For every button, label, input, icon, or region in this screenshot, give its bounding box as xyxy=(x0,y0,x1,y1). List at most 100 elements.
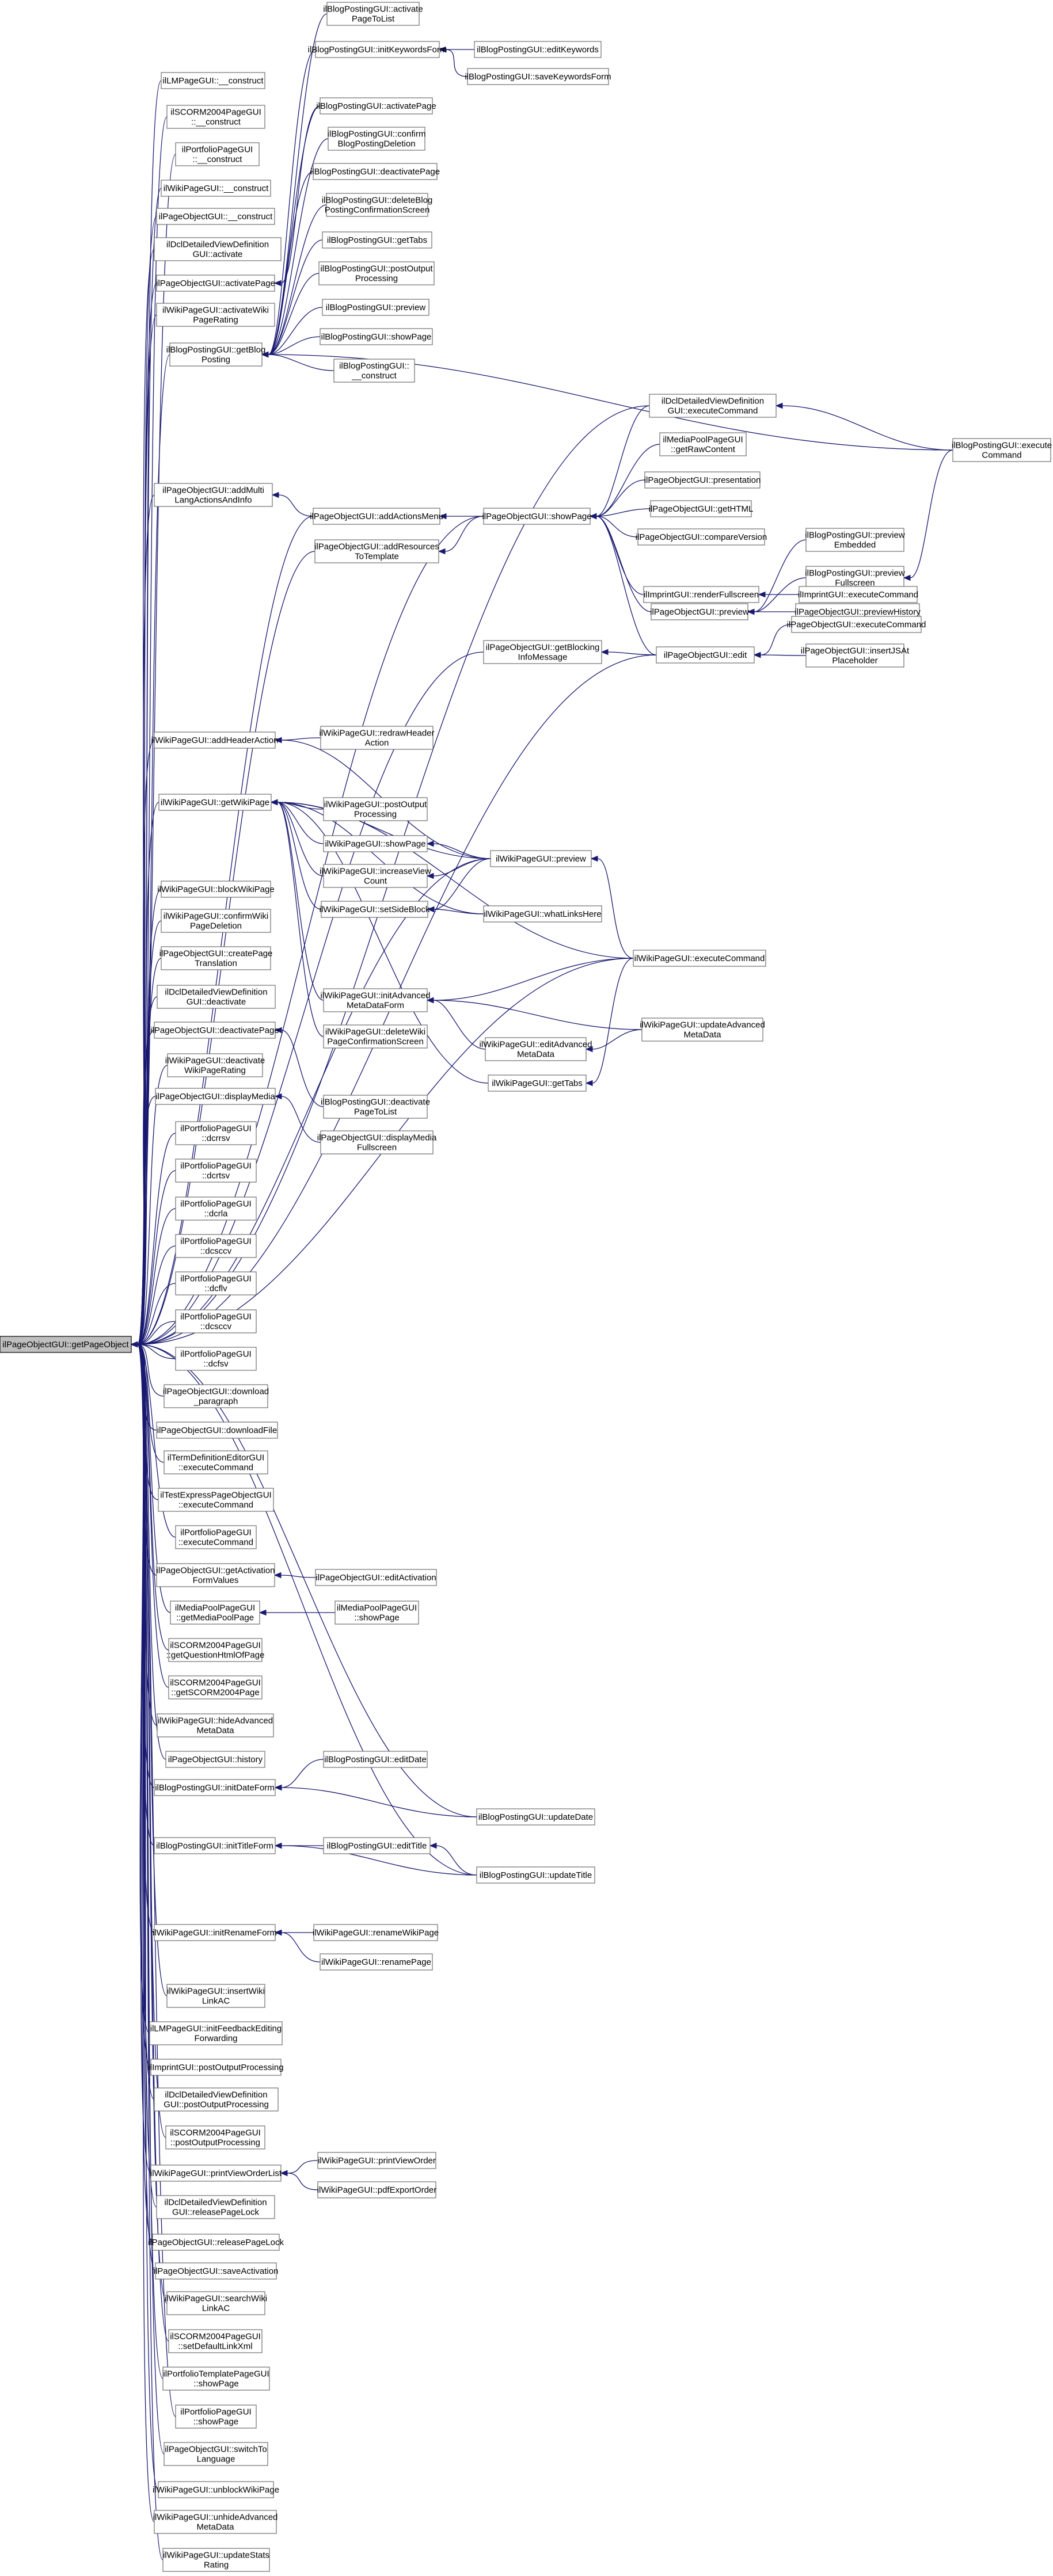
graph-node[interactable]: ilDclDetailedViewDefinitionGUI::executeC… xyxy=(649,394,777,418)
graph-node[interactable]: ilTestExpressPageObjectGUI::executeComma… xyxy=(158,1488,274,1512)
graph-node[interactable]: ilMediaPoolPageGUI::getRawContent xyxy=(659,432,747,456)
graph-node[interactable]: ilWikiPageGUI::setSideBlock xyxy=(320,901,430,918)
graph-node[interactable]: ilSCORM2004PageGUI::__construct xyxy=(166,105,265,129)
graph-node[interactable]: ilBlogPostingGUI::initTitleForm xyxy=(154,1837,276,1854)
graph-node[interactable]: ilSCORM2004PageGUI::getQuestionHtmlOfPag… xyxy=(166,1638,265,1662)
graph-node[interactable]: ilBlogPostingGUI::deactivatePage xyxy=(310,163,440,180)
graph-node[interactable]: ilBlogPostingGUI::editKeywords xyxy=(474,41,602,58)
graph-node[interactable]: ilWikiPageGUI::showPage xyxy=(323,835,428,852)
graph-node[interactable]: ilWikiPageGUI::initRenameForm xyxy=(153,1924,277,1941)
graph-node[interactable]: ilSCORM2004PageGUI::setDefaultLinkXml xyxy=(168,2329,263,2353)
graph-node[interactable]: ilBlogPostingGUI::updateTitle xyxy=(476,1866,595,1884)
graph-node[interactable]: ilBlogPostingGUI::postOutputProcessing xyxy=(318,261,435,285)
graph-node[interactable]: ilBlogPostingGUI::deleteBlogPostingConfi… xyxy=(322,193,433,217)
graph-node[interactable]: ilWikiPageGUI::__construct xyxy=(161,180,271,197)
graph-node[interactable]: ilPortfolioPageGUI::dcsccv xyxy=(175,1234,257,1258)
graph-node[interactable]: ilBlogPostingGUI::editDate xyxy=(323,1751,428,1768)
graph-node[interactable]: ilPageObjectGUI::edit xyxy=(656,646,755,664)
graph-node[interactable]: ilPageObjectGUI::presentation xyxy=(644,471,761,489)
graph-node[interactable]: ilPortfolioPageGUI::__construct xyxy=(175,142,260,166)
graph-node[interactable]: ilBlogPostingGUI::preview xyxy=(322,299,429,316)
graph-node[interactable]: ilPortfolioPageGUI::executeCommand xyxy=(175,1525,257,1549)
graph-node[interactable]: ilPageObjectGUI::getHTML xyxy=(649,500,754,517)
graph-node[interactable]: ilPortfolioPageGUI::showPage xyxy=(175,2404,257,2429)
graph-node[interactable]: ilMediaPoolPageGUI::showPage xyxy=(334,1601,419,1625)
graph-node[interactable]: ilPageObjectGUI::addMultiLangActionsAndI… xyxy=(154,483,273,507)
graph-node[interactable]: ilPageObjectGUI::history xyxy=(165,1751,265,1768)
graph-node[interactable]: ilBlogPostingGUI::getTabs xyxy=(322,231,432,249)
graph-node[interactable]: ilPageObjectGUI::releasePageLock xyxy=(148,2234,284,2251)
graph-node[interactable]: ilWikiPageGUI::renameWikiPage xyxy=(313,1924,439,1941)
graph-node[interactable]: ilBlogPostingGUI::executeCommand xyxy=(952,438,1052,462)
root-node[interactable]: ilPageObjectGUI::getPageObject xyxy=(0,1336,132,1353)
graph-node[interactable]: ilPageObjectGUI::__construct xyxy=(156,208,275,225)
graph-node[interactable]: ilSCORM2004PageGUI::getSCORM2004Page xyxy=(168,1675,263,1699)
graph-node[interactable]: ilPortfolioPageGUI::dcfsv xyxy=(175,1347,257,1371)
graph-node[interactable]: ilBlogPostingGUI::activatePage xyxy=(316,97,436,115)
graph-node[interactable]: ilLMPageGUI::initFeedbackEditingForwardi… xyxy=(149,2021,283,2045)
graph-node[interactable]: ilWikiPageGUI::printViewOrder xyxy=(317,2152,436,2169)
graph-node[interactable]: ilImprintGUI::postOutputProcessing xyxy=(148,2059,284,2076)
graph-node[interactable]: ilWikiPageGUI::deleteWikiPageConfirmatio… xyxy=(323,1024,428,1049)
graph-node[interactable]: ilWikiPageGUI::whatLinksHere xyxy=(483,905,602,923)
graph-node[interactable]: ilWikiPageGUI::preview xyxy=(490,850,592,867)
graph-node[interactable]: ilPageObjectGUI::downloadFile xyxy=(156,1422,278,1439)
graph-node[interactable]: ilWikiPageGUI::blockWikiPage xyxy=(157,881,275,898)
graph-node[interactable]: ilPortfolioPageGUI::dcflv xyxy=(175,1271,257,1295)
graph-node[interactable]: ilPortfolioTemplatePageGUI::showPage xyxy=(162,2367,270,2391)
graph-node[interactable]: ilBlogPostingGUI::initKeywordsForm xyxy=(308,41,447,58)
graph-node[interactable]: ilPageObjectGUI::showPage xyxy=(482,508,592,525)
graph-node[interactable]: ilBlogPostingGUI::updateDate xyxy=(476,1808,595,1826)
graph-node[interactable]: ilImprintGUI::executeCommand xyxy=(798,586,918,603)
graph-node[interactable]: ilImprintGUI::renderFullscreen xyxy=(643,586,759,603)
graph-node[interactable]: ilBlogPostingGUI::showPage xyxy=(320,328,433,345)
graph-node[interactable]: ilPortfolioPageGUI::dcrla xyxy=(175,1196,257,1221)
graph-node[interactable]: ilPageObjectGUI::editActivation xyxy=(315,1569,437,1586)
graph-node[interactable]: ilBlogPostingGUI::saveKeywordsForm xyxy=(465,68,611,85)
graph-node[interactable]: ilPageObjectGUI::compareVersion xyxy=(636,528,767,546)
graph-node[interactable]: ilBlogPostingGUI::confirmBlogPostingDele… xyxy=(328,127,426,151)
graph-node[interactable]: ilPageObjectGUI::saveActivation xyxy=(154,2262,279,2280)
graph-node[interactable]: ilPageObjectGUI::executeCommand xyxy=(787,616,926,633)
graph-node[interactable]: ilWikiPageGUI::addHeaderAction xyxy=(151,731,279,749)
graph-node[interactable]: ilBlogPostingGUI::initDateForm xyxy=(154,1779,276,1796)
graph-node[interactable]: ilMediaPoolPageGUI::getMediaPoolPage xyxy=(170,1601,260,1625)
graph-node[interactable]: ilWikiPageGUI::getWikiPage xyxy=(158,794,272,811)
graph-node[interactable]: ilPortfolioPageGUI::dcrtsv xyxy=(175,1159,257,1183)
graph-node[interactable]: ilLMPageGUI::__construct xyxy=(161,72,265,89)
graph-node[interactable]: ilPageObjectGUI::activatePage xyxy=(156,275,275,292)
graph-node[interactable]: ilPageObjectGUI::download_paragraph xyxy=(163,1384,269,1408)
graph-node[interactable]: ilWikiPageGUI::printViewOrderList xyxy=(150,2165,282,2182)
graph-node[interactable]: ilTermDefinitionEditorGUI::executeComman… xyxy=(164,1450,268,1474)
graph-node[interactable]: ilSCORM2004PageGUI::postOutputProcessing xyxy=(165,2125,265,2150)
graph-node[interactable]: ilBlogPostingGUI::editTitle xyxy=(323,1837,431,1854)
graph-node[interactable]: ilWikiPageGUI::renamePage xyxy=(320,1953,433,1971)
graph-node[interactable]: ilPageObjectGUI::preview xyxy=(650,603,749,620)
graph-node[interactable]: ilPageObjectGUI::displayMedia xyxy=(155,1088,276,1105)
